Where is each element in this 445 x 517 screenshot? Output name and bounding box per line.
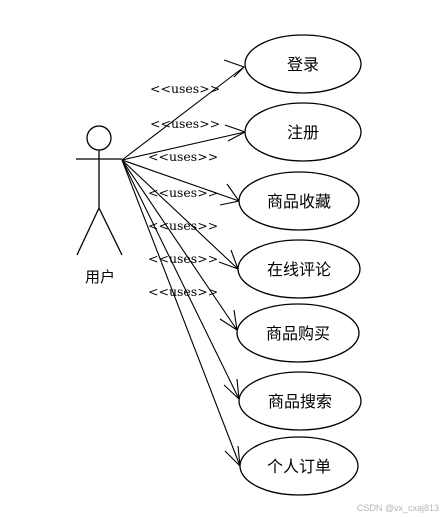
arrowhead-login: [223, 59, 246, 78]
use-case-orders: 个人订单: [239, 436, 359, 496]
use-case-label: 商品搜索: [268, 392, 332, 411]
use-case-label: 登录: [287, 55, 319, 74]
actor-user: [76, 125, 123, 256]
uses-label-search: <<uses>>: [148, 251, 218, 266]
association-line-purchase: [121, 159, 238, 331]
use-case-register: 注册: [244, 102, 362, 162]
use-case-ellipse: [237, 239, 361, 299]
association-line-comment: [121, 159, 239, 270]
actor-right-leg: [98, 207, 123, 256]
arrowhead-search: [223, 378, 240, 401]
use-case-ellipse: [236, 303, 360, 363]
association-line-login: [121, 66, 245, 161]
arrowhead-favorites: [219, 183, 240, 206]
use-case-ellipse: [238, 371, 362, 431]
arrowhead-orders: [224, 445, 241, 468]
use-case-login: 登录: [244, 34, 362, 94]
uses-label-purchase: <<uses>>: [148, 218, 218, 233]
arrowhead-register: [224, 124, 247, 142]
uses-label-comment: <<uses>>: [148, 185, 218, 200]
use-case-label: 在线评论: [267, 260, 331, 279]
association-line-favorites: [121, 159, 240, 202]
association-line-search: [121, 159, 240, 400]
watermark: CSDN @vx_cxaj813: [356, 503, 439, 513]
use-case-ellipse: [244, 34, 362, 94]
actor-head: [86, 125, 112, 151]
uses-label-login: <<uses>>: [150, 81, 220, 96]
use-case-label: 商品购买: [266, 324, 330, 343]
actor-left-leg: [76, 207, 100, 256]
uses-label-favorites: <<uses>>: [148, 149, 218, 164]
use-case-purchase: 商品购买: [236, 303, 360, 363]
use-case-label: 个人订单: [267, 457, 331, 476]
association-line-register: [121, 131, 246, 161]
use-case-ellipse: [244, 102, 362, 162]
use-case-label: 商品收藏: [267, 192, 331, 211]
relationship-labels: <<uses>> <<uses>> <<uses>> <<uses>> <<us…: [148, 81, 220, 299]
use-case-ellipse: [239, 436, 359, 496]
use-case-search: 商品搜索: [238, 371, 362, 431]
use-case-comment: 在线评论: [237, 239, 361, 299]
use-case-favorites: 商品收藏: [238, 171, 360, 231]
association-line-orders: [121, 159, 241, 467]
uses-label-register: <<uses>>: [150, 116, 220, 131]
use-case-ellipse: [238, 171, 360, 231]
actor-label: 用户: [85, 268, 115, 286]
use-case-label: 注册: [287, 123, 319, 142]
uses-label-orders: <<uses>>: [148, 284, 218, 299]
